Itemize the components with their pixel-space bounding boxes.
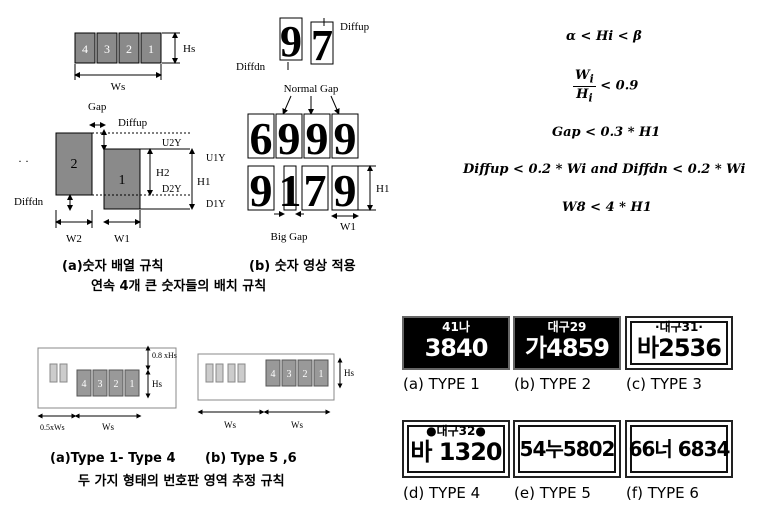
fig-a-box-1 [103,148,141,210]
fig-a-ws-label: Ws [111,81,126,93]
svg-text:4: 4 [82,379,87,390]
fig-a-big-digit: 2 [71,157,78,172]
fig-a-dots: · · [18,154,29,168]
fig-a-digit: 4 [82,42,88,56]
fig-b-top-digit: 9 [280,17,302,66]
formula-4: Diffup < 0.2 * Wi and Diffdn < 0.2 * Wi [463,162,746,177]
fig-c-hs-label: Hs [152,379,162,389]
plate-top-text: ●대구32● [426,424,486,438]
fig-b-w1-label: W1 [340,221,356,233]
fig-d-ws-left-label: Ws [224,420,236,430]
fig-c-ws-label: Ws [102,422,114,432]
fig-b-top-digit: 7 [311,21,333,70]
fig-a-top-boxes: 4 3 2 1 [74,32,162,64]
svg-text:7: 7 [304,165,327,216]
fig-b-row1: 6 9 9 9 [247,113,359,164]
plate-type-label: (e) TYPE 5 [514,484,591,502]
fig-a-big-digit: 1 [119,173,126,188]
fig-d-caption: (b) Type 5 ,6 [205,451,297,466]
fig-b-diffup-label: Diffup [340,21,370,33]
plate-type-label: (a) TYPE 1 [403,375,480,393]
plate-type-label: (c) TYPE 3 [626,375,702,393]
plate-main-text: 54누5802 [519,437,616,461]
plate-type-label: (d) TYPE 4 [403,484,481,502]
license-plate-image: 66너 6834 [625,420,733,478]
formula-2: Wi Hi < 0.9 [573,68,639,105]
fig-a-h2-label: H2 [156,167,169,179]
fig-c-diagram: 4 3 2 1 0.8 xHs Hs 0.5xWs Ws [34,340,204,440]
fig-c-h08-label: 0.8 xHs [152,351,177,360]
plate-main-text: 바2536 [637,334,722,362]
fig-a-svg: 4 3 2 1 Hs Ws Gap Diffup 2 1 U2Y U1Y D2Y… [14,32,225,245]
svg-text:6: 6 [250,113,273,164]
fig-a-box-2 [55,132,93,196]
fig-c-w05-label: 0.5xWs [40,423,65,432]
fig-a-h1-label: H1 [197,176,210,188]
license-plate-image: 54누5802 [513,420,621,478]
formula-3: Gap < 0.3 * H1 [552,125,661,140]
fig-a-u2y-label: U2Y [162,138,181,149]
fig-b-row2: 9 1 7 9 [247,165,359,216]
group1-caption: 연속 4개 큰 숫자들의 배치 규칙 [91,279,267,294]
fig-a-caption: (a)숫자 배열 규칙 [62,259,164,274]
fig-a-d1y-label: D1Y [206,199,225,210]
svg-text:4: 4 [271,369,276,380]
svg-text:2: 2 [303,369,308,380]
plate-main-text: 바 1320 [410,438,502,466]
fig-b-diffdn-label: Diffdn [236,61,266,73]
fig-b-big-gap-label: Big Gap [271,231,308,243]
fig-d-diagram: 4 3 2 1 Hs Ws Ws [194,340,364,440]
formula-1: α < Hi < β [566,29,642,44]
fig-a-u1y-label: U1Y [206,153,225,164]
svg-text:9: 9 [334,113,357,164]
fig-b-normal-gap-label: Normal Gap [284,83,339,95]
svg-text:3: 3 [287,369,292,380]
fig-b-h1-label: H1 [376,183,389,195]
fig-a-w1-label: W1 [114,233,130,245]
fig-a-digit: 2 [126,42,132,56]
license-plate-image: ●대구32●바 1320 [402,420,510,478]
plate-main-text: 가4859 [525,334,610,362]
fig-d-ws-right-label: Ws [291,420,303,430]
svg-text:9: 9 [250,165,273,216]
svg-text:1: 1 [319,369,324,380]
license-plate-image: ·대구31·바2536 [625,316,733,370]
plate-type-label: (f) TYPE 6 [626,484,699,502]
fig-a-digit: 1 [148,42,154,56]
svg-text:1: 1 [279,165,302,216]
plate-top-text: ·대구31· [655,320,703,334]
fig-a-diffup-label: Diffup [118,117,148,129]
fig-b-caption: (b) 숫자 영상 적용 [249,259,356,274]
svg-text:1: 1 [130,379,135,390]
plate-main-text: 3840 [424,334,489,362]
fig-c-caption: (a)Type 1- Type 4 [50,451,176,466]
plate-top-text: 41나 [442,320,470,334]
svg-text:9: 9 [334,165,357,216]
fig-b-svg: 9 7 Diffup Diffdn Normal Gap 6 9 9 9 9 1… [236,17,389,243]
plate-main-text: 66너 6834 [628,437,731,461]
plate-top-text: 대구29 [547,320,587,334]
svg-text:9: 9 [278,113,301,164]
fig-a-diagram: 4 3 2 1 Hs Ws Gap Diffup 2 1 U2Y U1Y D2Y… [0,0,250,250]
fig-a-digit: 3 [104,42,110,56]
fig-d-hs-label: Hs [344,368,354,378]
svg-text:9: 9 [306,113,329,164]
fig-a-hs-label: Hs [183,43,195,55]
plate-type-label: (b) TYPE 2 [514,375,592,393]
formula-5: W8 < 4 * H1 [562,200,652,215]
svg-text:2: 2 [114,379,119,390]
fig-a-d2y-label: D2Y [162,184,181,195]
fig-a-gap-label: Gap [88,101,107,113]
fig-a-diffdn-label: Diffdn [14,196,44,208]
svg-text:3: 3 [98,379,103,390]
group2-caption: 두 가지 형태의 번호판 영역 추정 규칙 [78,474,285,489]
fig-b-diagram: 9 7 Diffup Diffdn Normal Gap 6 9 9 9 9 1… [236,8,396,248]
fig-a-w2-label: W2 [66,233,82,245]
